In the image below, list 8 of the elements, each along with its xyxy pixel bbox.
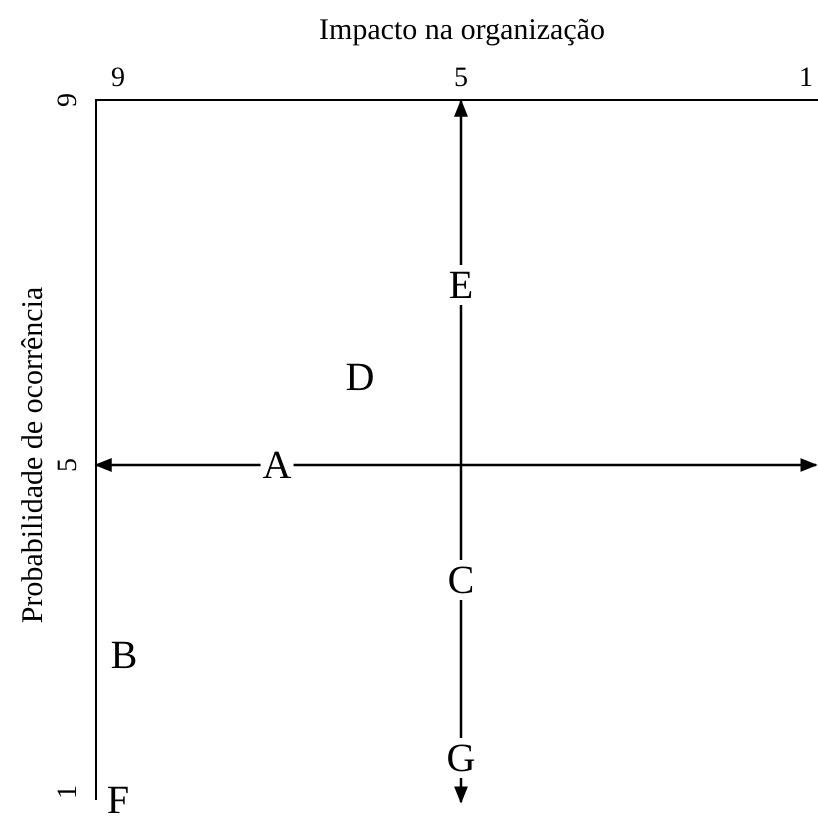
axis-title: Impacto na organização xyxy=(319,15,605,45)
axis-title: Probabilidade de ocorrência xyxy=(18,286,48,624)
tick-label: 5 xyxy=(454,64,468,92)
tick-label: 1 xyxy=(799,64,813,92)
tick-label: 9 xyxy=(54,93,82,107)
tick-label: 5 xyxy=(54,458,82,472)
tick-label: 9 xyxy=(111,64,125,92)
tick-label: 1 xyxy=(54,785,82,799)
